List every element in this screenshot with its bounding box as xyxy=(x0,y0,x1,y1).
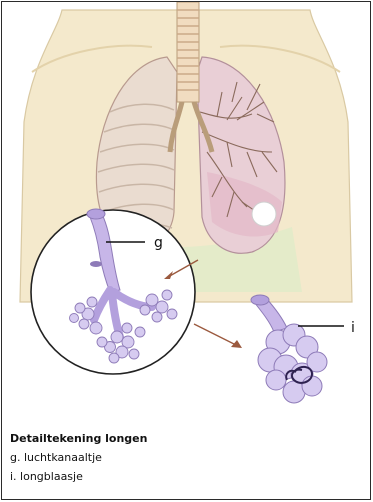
label-g: g xyxy=(154,235,163,251)
alveolus-detail xyxy=(251,295,327,403)
detail-marker xyxy=(252,202,276,226)
magnified-bronchiole xyxy=(31,209,195,374)
label-i: i xyxy=(351,320,355,336)
caption-item-i: i. longblaasje xyxy=(10,470,83,483)
arrow-to-alveolus xyxy=(194,324,242,348)
caption-title: Detailtekening longen xyxy=(10,432,147,445)
lung-illustration: g i xyxy=(2,2,370,499)
caption-item-g: g. luchtkanaaltje xyxy=(10,451,102,464)
